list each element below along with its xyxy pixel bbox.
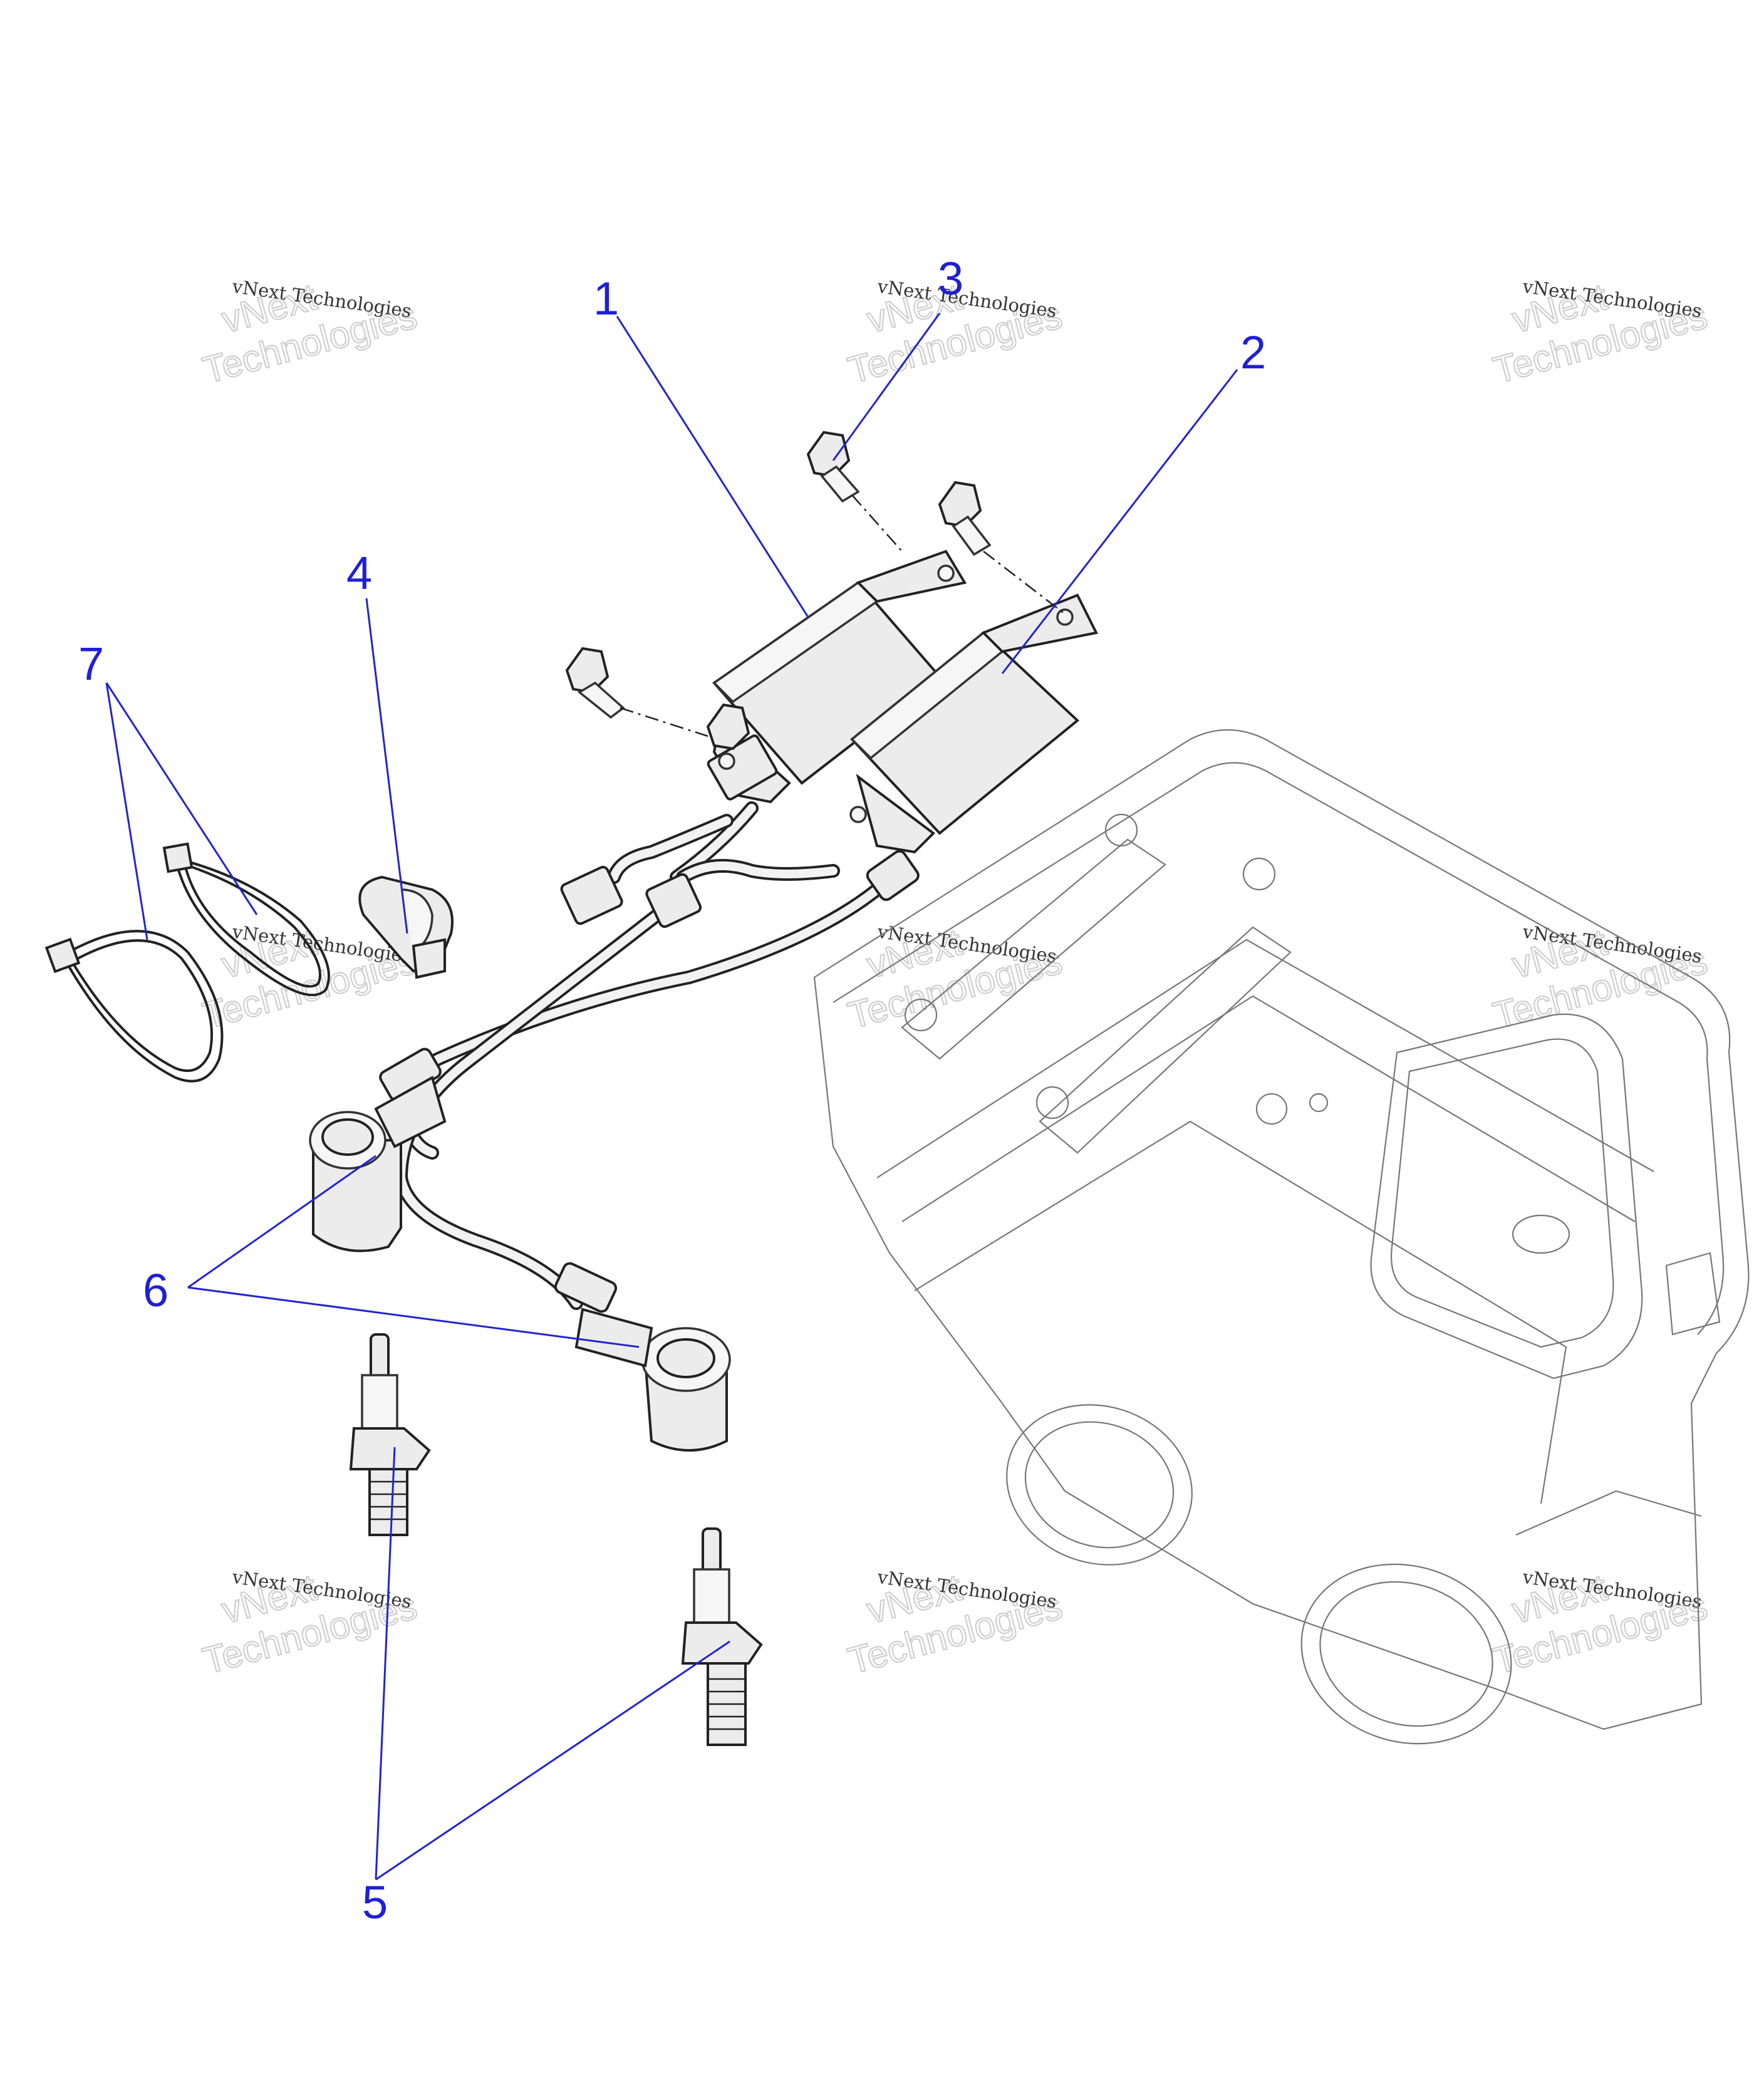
ignition-harness (379, 801, 920, 1313)
wire-boot (866, 850, 920, 902)
connector-plug (645, 873, 702, 928)
spark-plug-cap (574, 1308, 731, 1452)
leader-line (616, 316, 809, 618)
cable-tie (44, 930, 224, 1083)
callout-5: 5 (362, 1876, 388, 1928)
callout-7: 7 (78, 638, 104, 690)
watermark-8: vNext Technologies vNext Technologies (843, 1566, 1067, 1683)
coil-bolt (706, 703, 750, 751)
leader-line (365, 598, 408, 934)
watermark-9: vNext Technologies vNext Technologies (1488, 1566, 1713, 1683)
leader-line (105, 682, 148, 940)
spark-plug (681, 1527, 763, 1746)
callout-4: 4 (346, 547, 372, 599)
leader-line (105, 682, 258, 915)
coil-bolt (938, 481, 992, 556)
leader-line (375, 1640, 730, 1881)
callout-2: 2 (1240, 326, 1266, 378)
callouts: 1 2 3 4 5 6 7 (78, 252, 1266, 1928)
spark-plug (349, 1333, 431, 1536)
callout-6: 6 (143, 1264, 169, 1316)
leader-line (375, 1447, 396, 1880)
connector-plug (560, 866, 623, 925)
wire-boot (554, 1262, 618, 1313)
leader-line (832, 313, 941, 461)
cable-tie (162, 842, 330, 997)
coil-bolt (806, 430, 860, 503)
leader-line (187, 1286, 640, 1348)
callout-3: 3 (938, 252, 963, 304)
callout-1: 1 (593, 273, 619, 325)
airbox-housing (813, 729, 1750, 1745)
leader-lines (105, 313, 1238, 1881)
leader-line (1001, 369, 1238, 674)
watermark-1: vNext Technologies vNext Technologies (198, 275, 422, 392)
watermark-3: vNext Technologies vNext Technologies (1488, 275, 1713, 392)
coil-bolt (565, 647, 625, 719)
leader-line (187, 1155, 376, 1289)
ignition-coil-2 (849, 593, 1098, 854)
spark-plug-cap (309, 1076, 447, 1252)
watermark-6: vNext Technologies vNext Technologies (1488, 920, 1713, 1037)
